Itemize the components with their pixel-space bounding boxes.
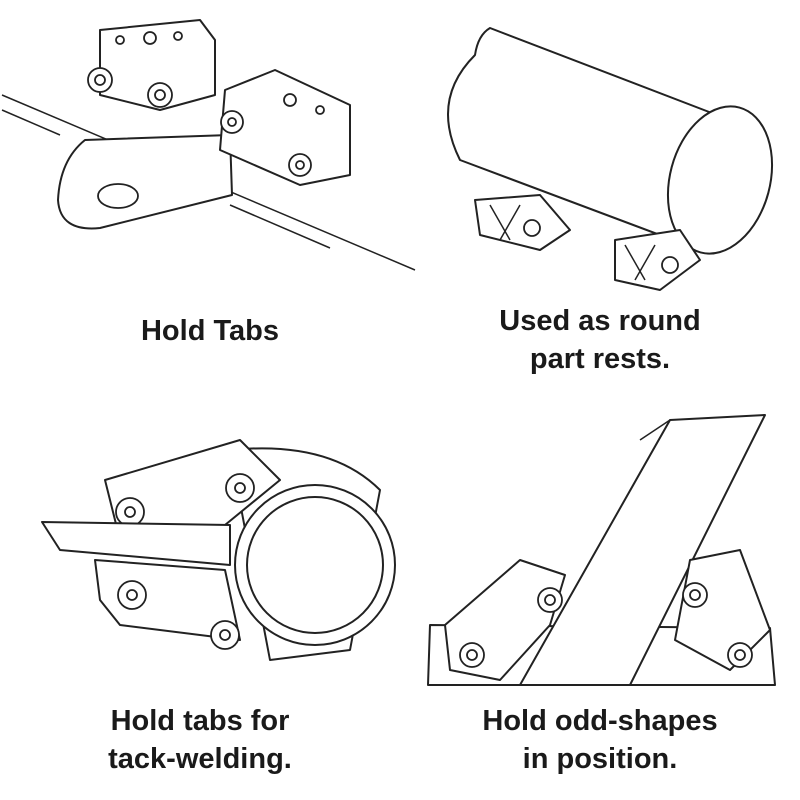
caption: Hold odd-shapes in position. [482,705,718,775]
panel-round-part-rests: Used as round part rests. [400,0,800,400]
caption: Hold Tabs [140,315,280,347]
panel-tack-welding: Hold tabs for tack-welding. [0,400,400,800]
tube-and-bar-illustration [41,439,396,661]
panel-odd-shapes: Hold odd-shapes in position. [400,400,800,800]
caption: Hold tabs for tack-welding. [108,705,292,775]
angle-on-base-illustration [427,414,776,686]
magnets-holding-tab-illustration [1,19,416,271]
panel-hold-tabs: Hold Tabs [0,0,416,400]
pipe-on-magnets-illustration [447,27,774,291]
caption: Used as round part rests. [499,305,701,375]
